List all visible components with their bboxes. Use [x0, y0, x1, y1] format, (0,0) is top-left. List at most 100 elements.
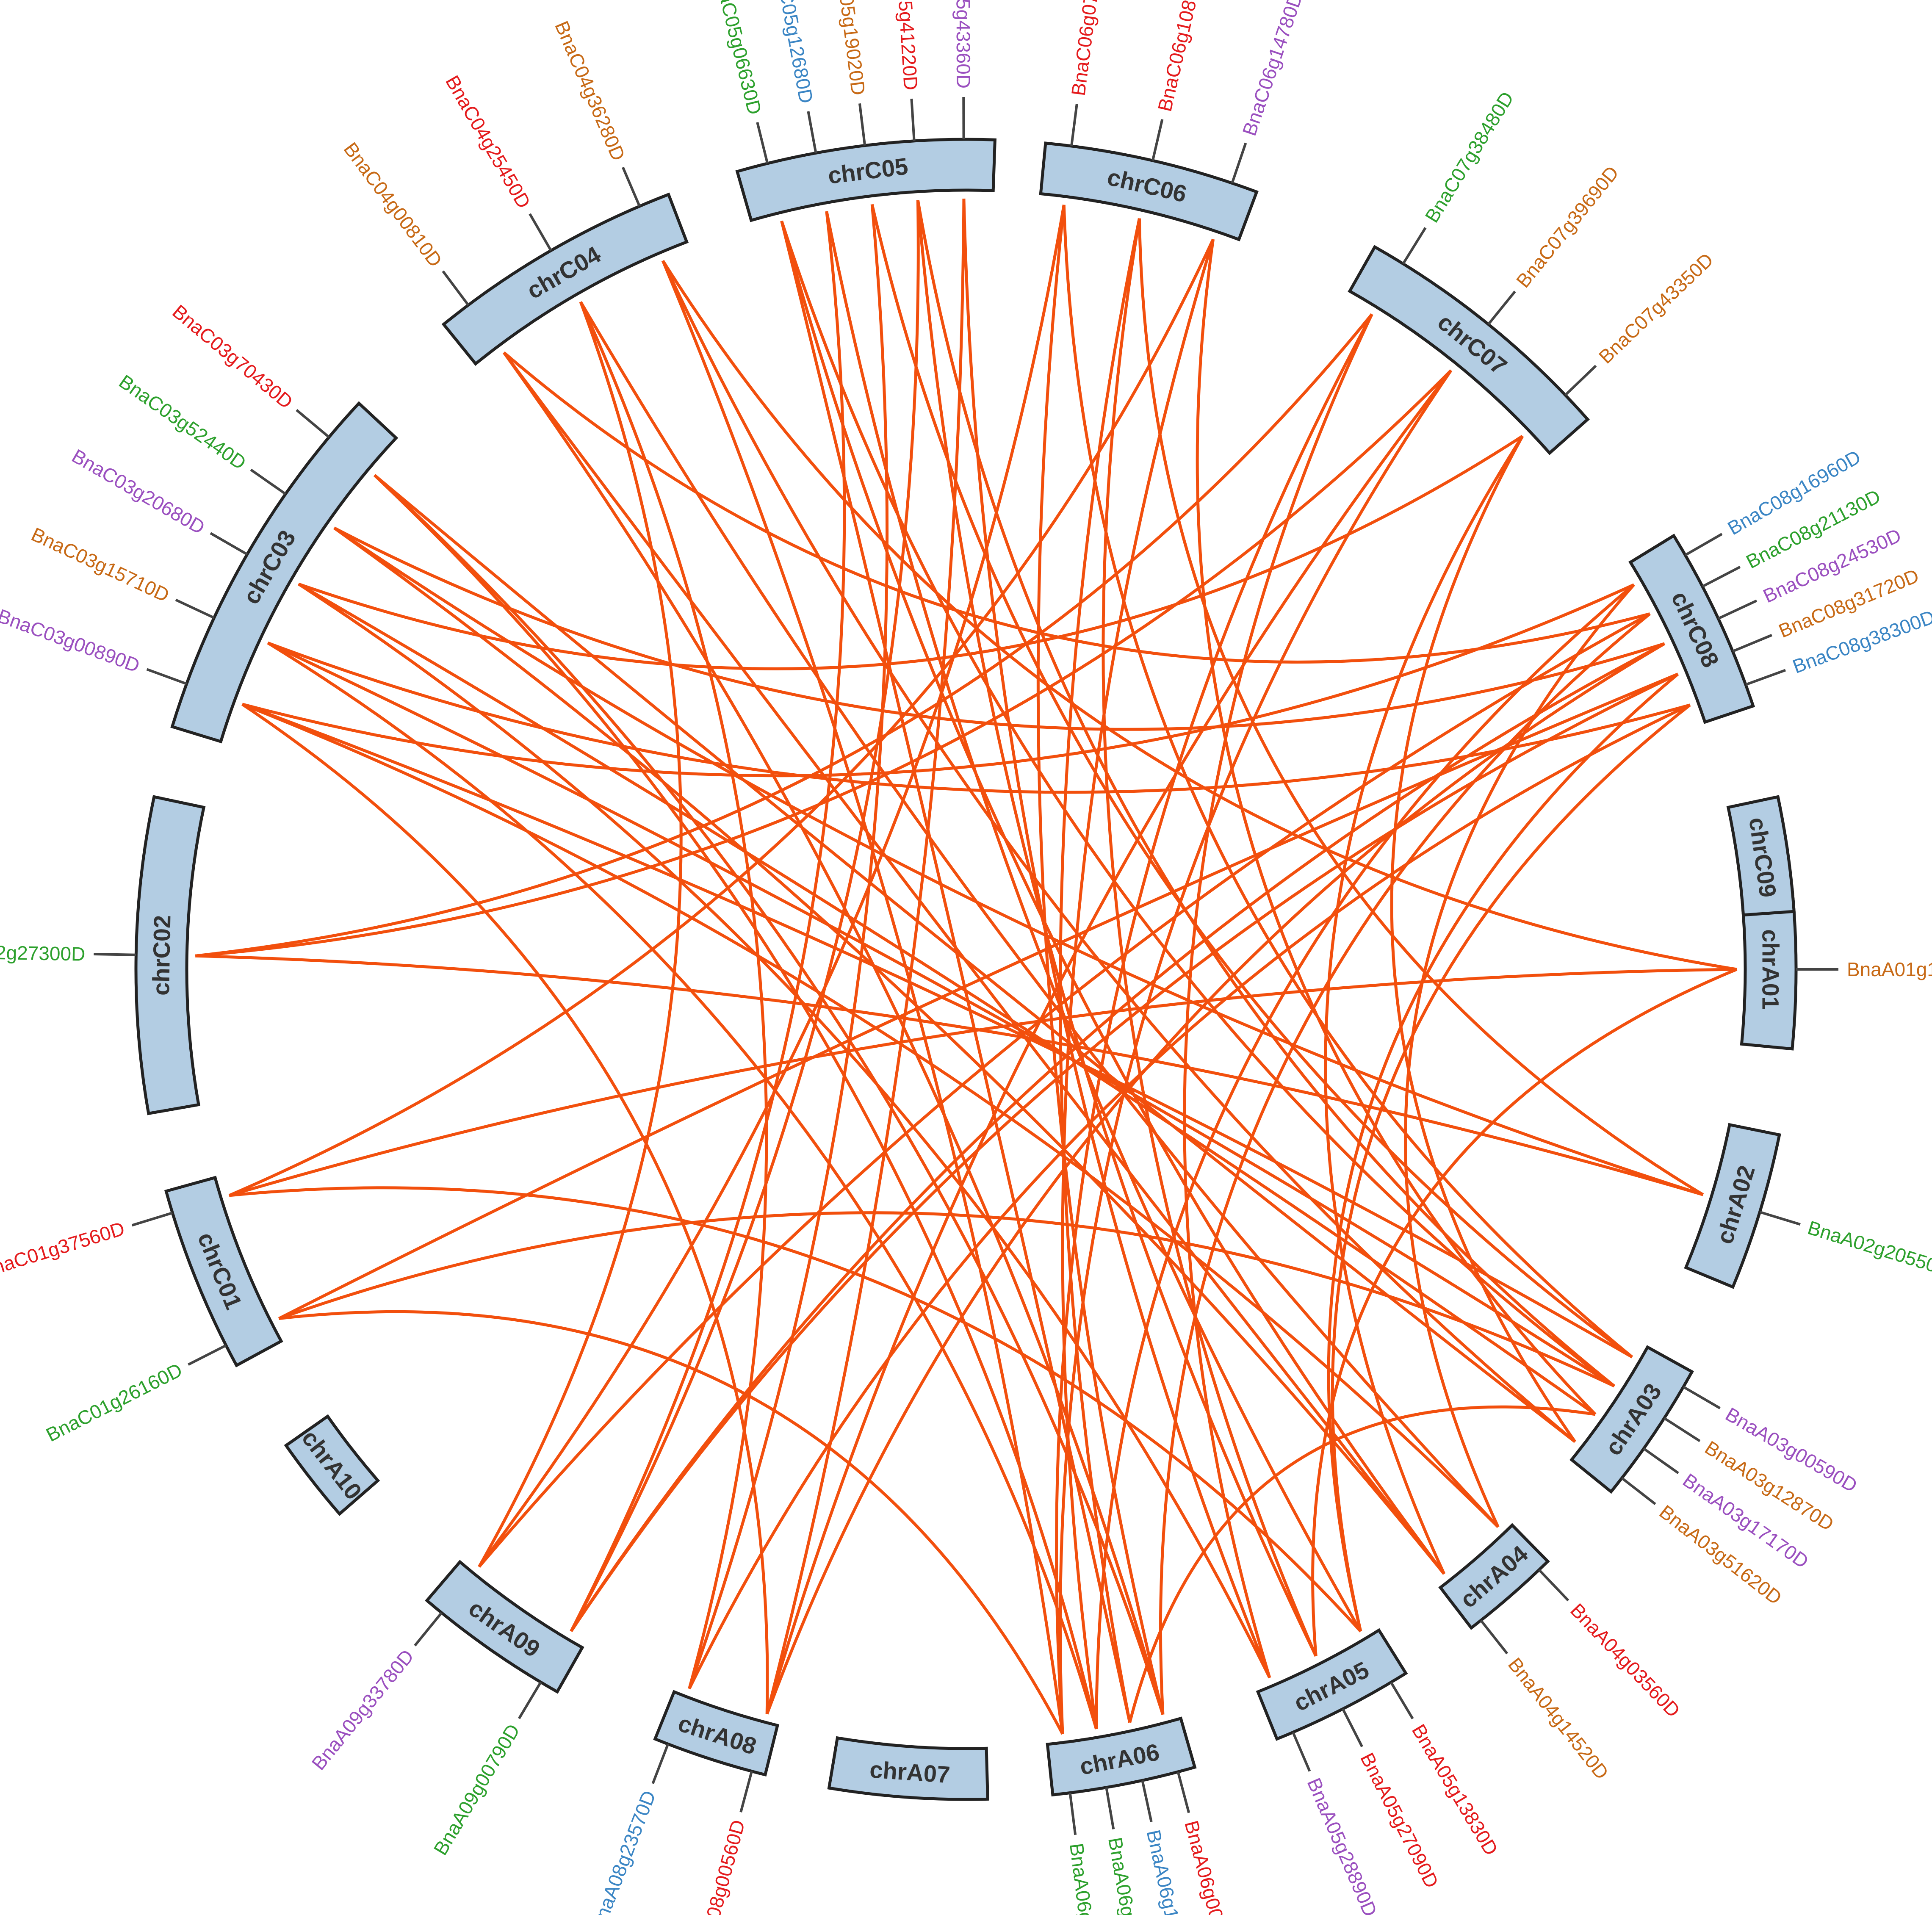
synteny-link — [478, 301, 683, 1568]
gene-tick — [651, 1743, 670, 1784]
gene-label: BnaC04g36280D — [551, 18, 630, 164]
gene-tick — [1342, 1708, 1363, 1747]
gene-tick — [1759, 1211, 1801, 1226]
synteny-link — [478, 205, 1066, 1568]
synteny-link — [1324, 435, 1524, 1575]
chromosome-chrA05 — [1256, 1628, 1408, 1741]
chromosome-chrC02 — [134, 795, 206, 1115]
gene-label: BnaA06g21030D — [1066, 1842, 1106, 1915]
synteny-link — [195, 954, 1704, 1196]
synteny-link — [195, 313, 1373, 958]
synteny-link — [870, 204, 1633, 1359]
gene-label: BnaC07g43350D — [1594, 249, 1718, 368]
gene-label: BnaC07g38480D — [1420, 88, 1518, 226]
synteny-link — [780, 220, 1445, 1575]
synteny-link — [241, 703, 1633, 1359]
chromosome-chrA08 — [653, 1690, 780, 1777]
gene-tick — [250, 468, 287, 495]
gene-tick — [1292, 1732, 1311, 1772]
chromosome-chrC07 — [1348, 245, 1590, 455]
synteny-link — [1055, 313, 1373, 1734]
synteny-link — [278, 672, 1679, 1320]
gene-tick — [146, 668, 187, 685]
gene-tick — [622, 166, 641, 207]
chromosome-chrA03 — [1569, 1345, 1694, 1494]
gene-label: BnaC05g43360D — [952, 0, 974, 89]
synteny-link — [373, 474, 1165, 1715]
synteny-link — [1095, 583, 1635, 1729]
synteny-link — [570, 200, 920, 1632]
chromosome-chrA02 — [1684, 1123, 1781, 1289]
synteny-link — [1311, 968, 1738, 1656]
synteny-link — [502, 351, 1445, 1575]
synteny-link — [916, 199, 1616, 1387]
gene-tick — [756, 122, 769, 164]
gene-tick — [1564, 365, 1597, 396]
gene-label: BnaA04g03560D — [1566, 1599, 1685, 1721]
gene-label: BnaA08g00560D — [689, 1818, 749, 1915]
synteny-link — [962, 198, 1271, 1679]
synteny-link — [267, 642, 1098, 1730]
chromosome-chrA04 — [1438, 1523, 1550, 1630]
synteny-link — [333, 526, 1704, 1196]
synteny-link — [241, 703, 1499, 1528]
chromosome-chrC04 — [441, 192, 689, 366]
synteny-link — [297, 583, 1271, 1679]
synteny-link — [1102, 218, 1318, 1657]
gene-tick — [1141, 1780, 1153, 1822]
gene-tick — [1683, 1386, 1721, 1409]
gene-tick — [1231, 142, 1247, 184]
synteny-link — [1128, 1405, 1596, 1723]
synteny-link — [825, 211, 1362, 1633]
chromosome-chrA10 — [284, 1414, 380, 1516]
gene-tick — [529, 213, 552, 252]
synteny-link — [662, 260, 1576, 1443]
gene-label: BnaC07g39690D — [1512, 162, 1623, 292]
synteny-link — [570, 211, 846, 1632]
synteny-link — [478, 612, 1651, 1568]
synteny-link — [688, 204, 889, 1689]
gene-tick — [518, 1681, 542, 1719]
gene-tick — [910, 98, 916, 141]
chromosome-chrC08 — [1628, 534, 1755, 724]
gene-label: BnaA03g12870D — [1701, 1436, 1838, 1535]
gene-tick — [739, 1771, 753, 1813]
gene-tick — [1151, 119, 1164, 161]
chromosome-chrA07 — [827, 1736, 989, 1801]
gene-label: BnaC03g20680D — [68, 445, 209, 539]
gene-label: BnaC05g19020D — [830, 0, 870, 97]
gene-label: BnaA01g14750D — [1847, 958, 1932, 980]
synteny-link — [502, 351, 1165, 1715]
gene-label: BnaA03g17170D — [1679, 1469, 1813, 1573]
gene-label: BnaC04g25450D — [441, 72, 535, 212]
chromosome-chrC03 — [170, 401, 399, 744]
gene-tick — [1487, 291, 1516, 325]
gene-tick — [1070, 104, 1078, 147]
gene-label: BnaA02g20550D — [1805, 1216, 1932, 1281]
gene-label: BnaA08g23570D — [586, 1788, 660, 1915]
gene-label: BnaA05g28890D — [1303, 1775, 1382, 1915]
chromosome-ring: chrA01chrA02chrA03chrA04chrA05chrA06chrA… — [134, 138, 1798, 1801]
synteny-link — [503, 351, 1650, 664]
gene-tick — [1538, 1569, 1569, 1602]
gene-tick — [414, 1612, 443, 1647]
chromosome-chrA09 — [425, 1560, 584, 1694]
gene-label: BnaC06g07190D — [1067, 0, 1108, 97]
synteny-link — [1062, 205, 1633, 1359]
gene-tick — [1390, 1682, 1414, 1719]
gene-label: BnaC05g41220D — [891, 0, 922, 91]
synteny-link — [1327, 672, 1679, 1632]
synteny-link — [1036, 205, 1165, 1715]
synteny-link — [765, 198, 966, 1715]
synteny-link — [242, 583, 1635, 778]
gene-tick — [175, 598, 215, 619]
synteny-link — [579, 301, 768, 1689]
gene-label: BnaC01g26160D — [42, 1359, 185, 1446]
gene-tick — [1702, 566, 1741, 588]
gene-label: BnaA09g33780D — [307, 1645, 418, 1774]
gene-label: BnaA03g51620D — [1655, 1500, 1786, 1609]
gene-tick — [1684, 533, 1723, 556]
gene-tick — [296, 409, 330, 438]
gene-tick — [1718, 599, 1758, 620]
gene-label: BnaA05g27090D — [1356, 1749, 1443, 1891]
